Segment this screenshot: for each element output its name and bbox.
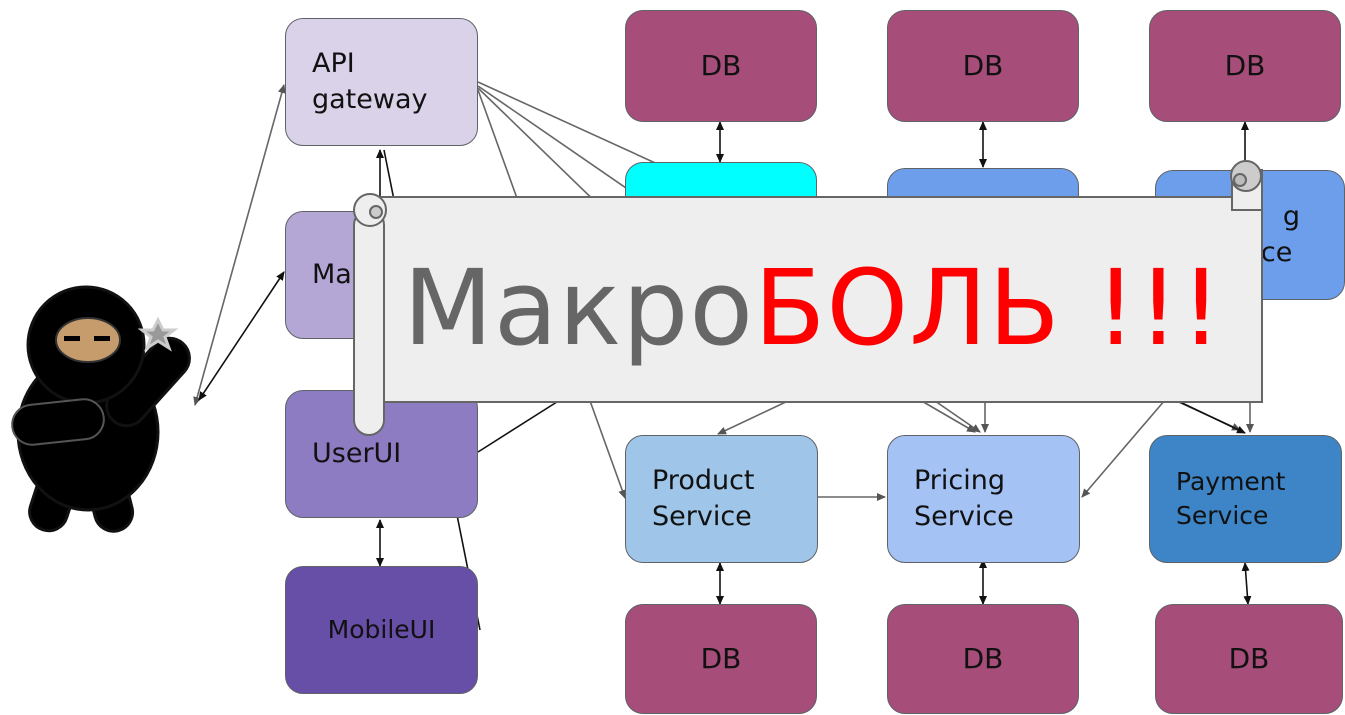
db-bottom-3: DB [1155, 604, 1343, 714]
mobile-ui-label: MobileUI [327, 615, 436, 645]
db-label: DB [1228, 642, 1270, 676]
pricing-service-box: Pricing Service [887, 435, 1080, 563]
db-label: DB [700, 49, 742, 83]
hidden-service-3-line2: ce [1260, 237, 1293, 268]
api-gateway-line1: API [312, 47, 355, 79]
banner-text-plain: Макро [403, 247, 755, 369]
banner-text-emphasis: БОЛЬ !!! [754, 247, 1223, 369]
db-label: DB [1224, 49, 1266, 83]
api-gateway-box: API gateway [285, 18, 478, 146]
user-ui-label: UserUI [312, 437, 402, 469]
db-label: DB [962, 642, 1004, 676]
payment-service-line2: Service [1176, 501, 1269, 530]
db-label: DB [962, 49, 1004, 83]
db-top-1: DB [625, 10, 817, 122]
db-top-3: DB [1149, 10, 1341, 122]
pricing-service-line2: Service [914, 501, 1014, 532]
payment-service-box: Payment Service [1149, 435, 1342, 563]
ninja-icon [11, 285, 191, 533]
db-bottom-2: DB [887, 604, 1079, 714]
db-label: DB [700, 642, 742, 676]
db-bottom-1: DB [625, 604, 817, 714]
product-service-box: Product Service [625, 435, 818, 563]
star-icon [137, 316, 179, 352]
pricing-service-line1: Pricing [914, 464, 1006, 496]
db-top-2: DB [887, 10, 1079, 122]
product-service-line1: Product [652, 464, 755, 496]
mobile-ui-box: MobileUI [285, 566, 478, 694]
payment-service-line1: Payment [1176, 467, 1286, 497]
hidden-service-3-line1: g [1282, 200, 1300, 232]
api-gateway-line2: gateway [312, 84, 428, 115]
product-service-line2: Service [652, 501, 752, 532]
main-ui-label: Ma [312, 258, 352, 290]
